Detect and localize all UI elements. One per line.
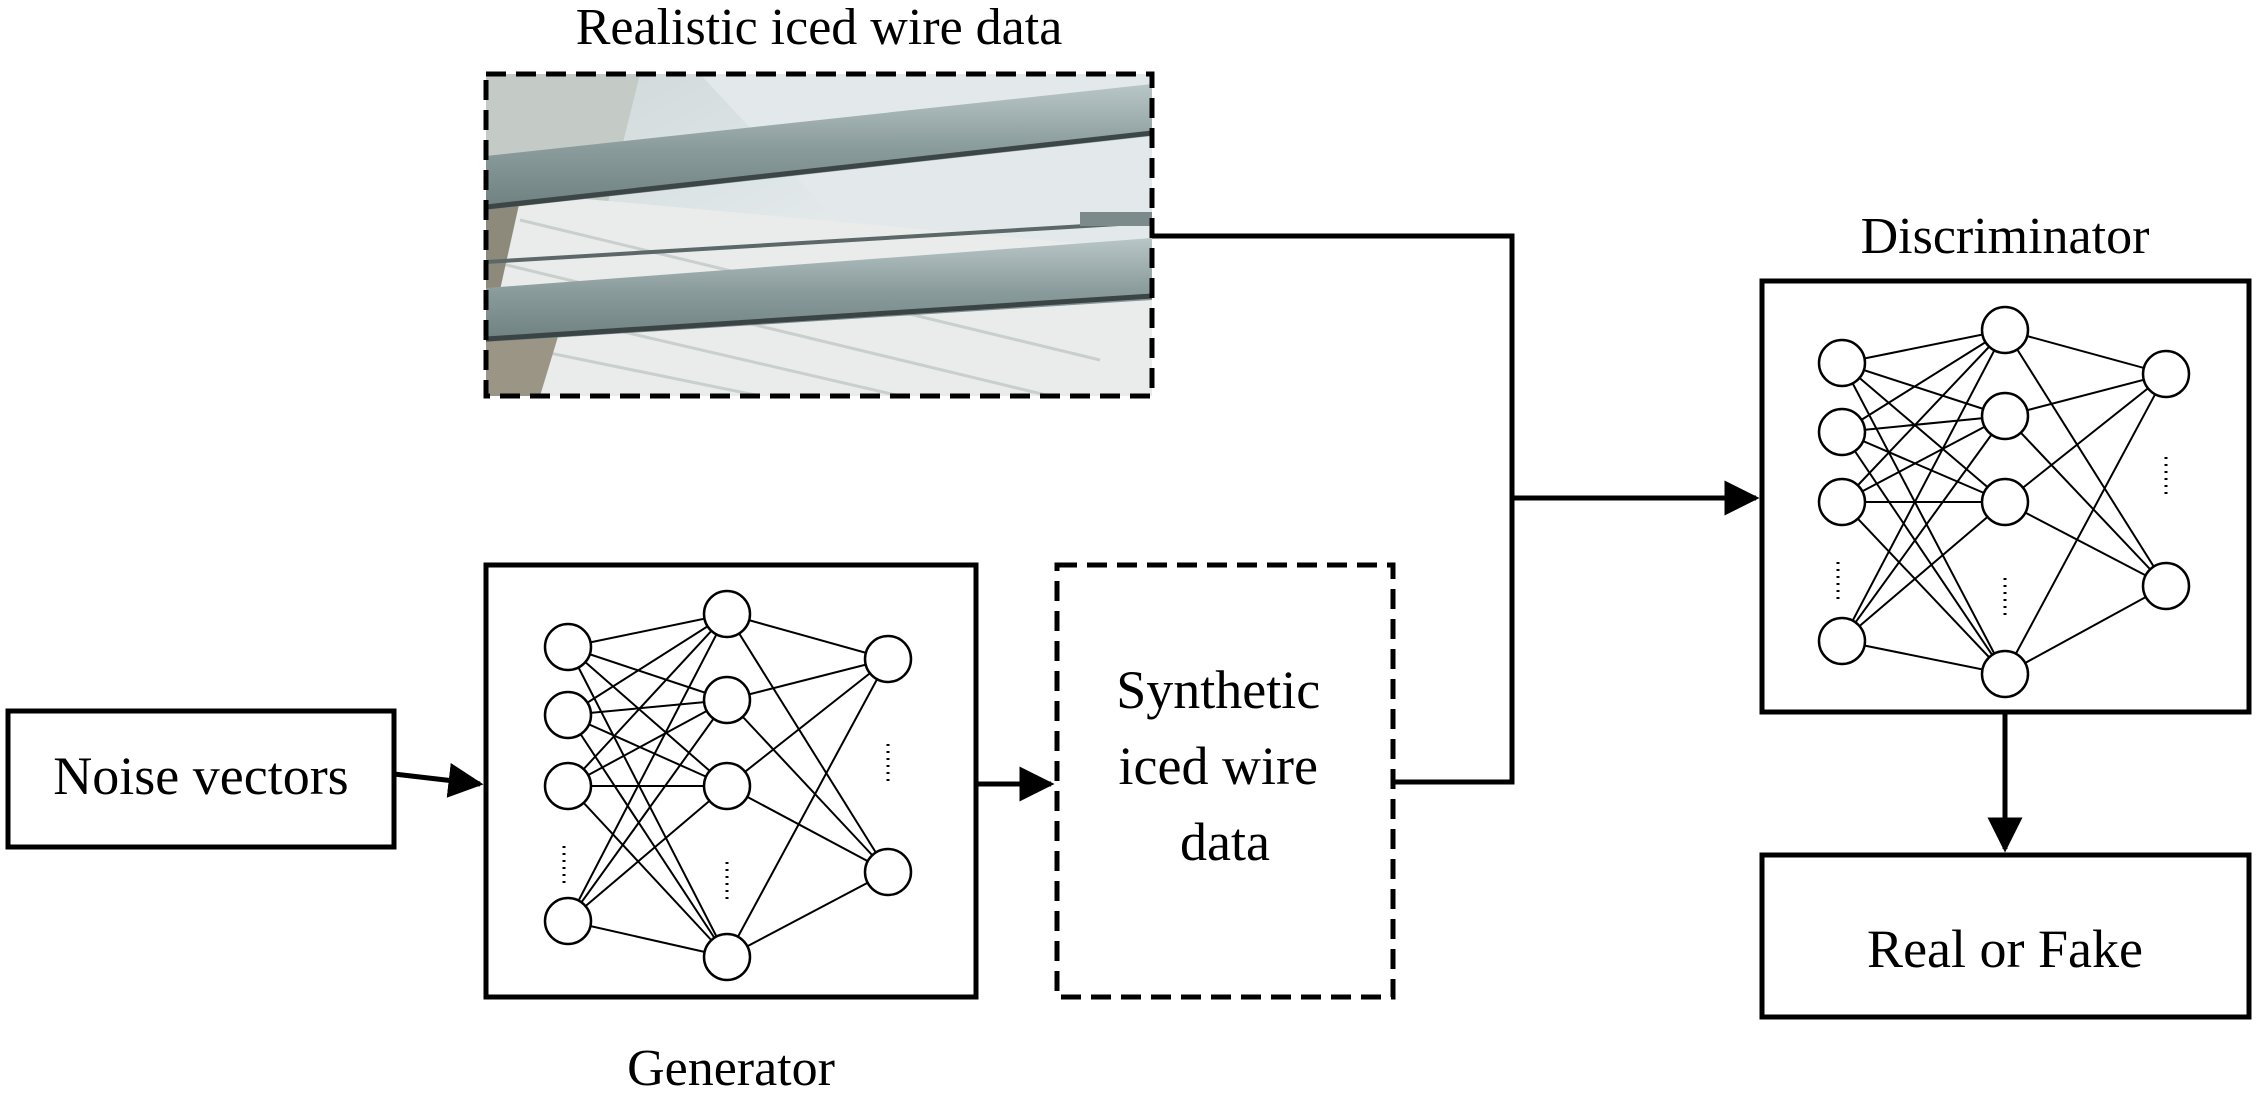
generator-box [483, 562, 979, 1000]
neuron-node [2141, 349, 2191, 399]
noise-vectors-label: Noise vectors [53, 746, 348, 806]
generator-network-icon [543, 589, 913, 982]
output-box [1759, 852, 2252, 1020]
network-connections [1841, 329, 2167, 675]
neuron-node [863, 634, 913, 684]
output-label: Real or Fake [1867, 919, 2143, 979]
synthetic-data-label: Synthetic iced wire data [1116, 660, 1333, 872]
noise-vectors-box [5, 708, 397, 850]
discriminator-label: Discriminator [1861, 208, 2150, 265]
neuron-node [702, 589, 752, 639]
neuron-node [702, 675, 752, 725]
neuron-node [863, 847, 913, 897]
neuron-node [1980, 477, 2030, 527]
neuron-node [2141, 561, 2191, 611]
neuron-node [702, 761, 752, 811]
neuron-node [702, 932, 752, 982]
neuron-node [1817, 338, 1867, 388]
neuron-node [1980, 305, 2030, 355]
network-connections [567, 613, 889, 958]
neuron-node [1980, 391, 2030, 441]
arrow-noise-to-generator [393, 762, 484, 798]
neuron-node [543, 690, 593, 740]
line-real-to-junction [1152, 233, 1515, 498]
generator-label: Generator [627, 1040, 835, 1097]
neuron-node [1817, 616, 1867, 666]
neuron-node [543, 896, 593, 946]
real-data-label: Realistic iced wire data [576, 0, 1063, 56]
neuron-node [543, 761, 593, 811]
neuron-node [1817, 477, 1867, 527]
neuron-node [1980, 649, 2030, 699]
discriminator-network-icon [1817, 305, 2191, 699]
neuron-node [1817, 407, 1867, 457]
neuron-node [543, 622, 593, 672]
connectors [393, 233, 2023, 853]
line-synthetic-to-junction [1393, 498, 1515, 785]
real-data-image [486, 74, 1152, 396]
